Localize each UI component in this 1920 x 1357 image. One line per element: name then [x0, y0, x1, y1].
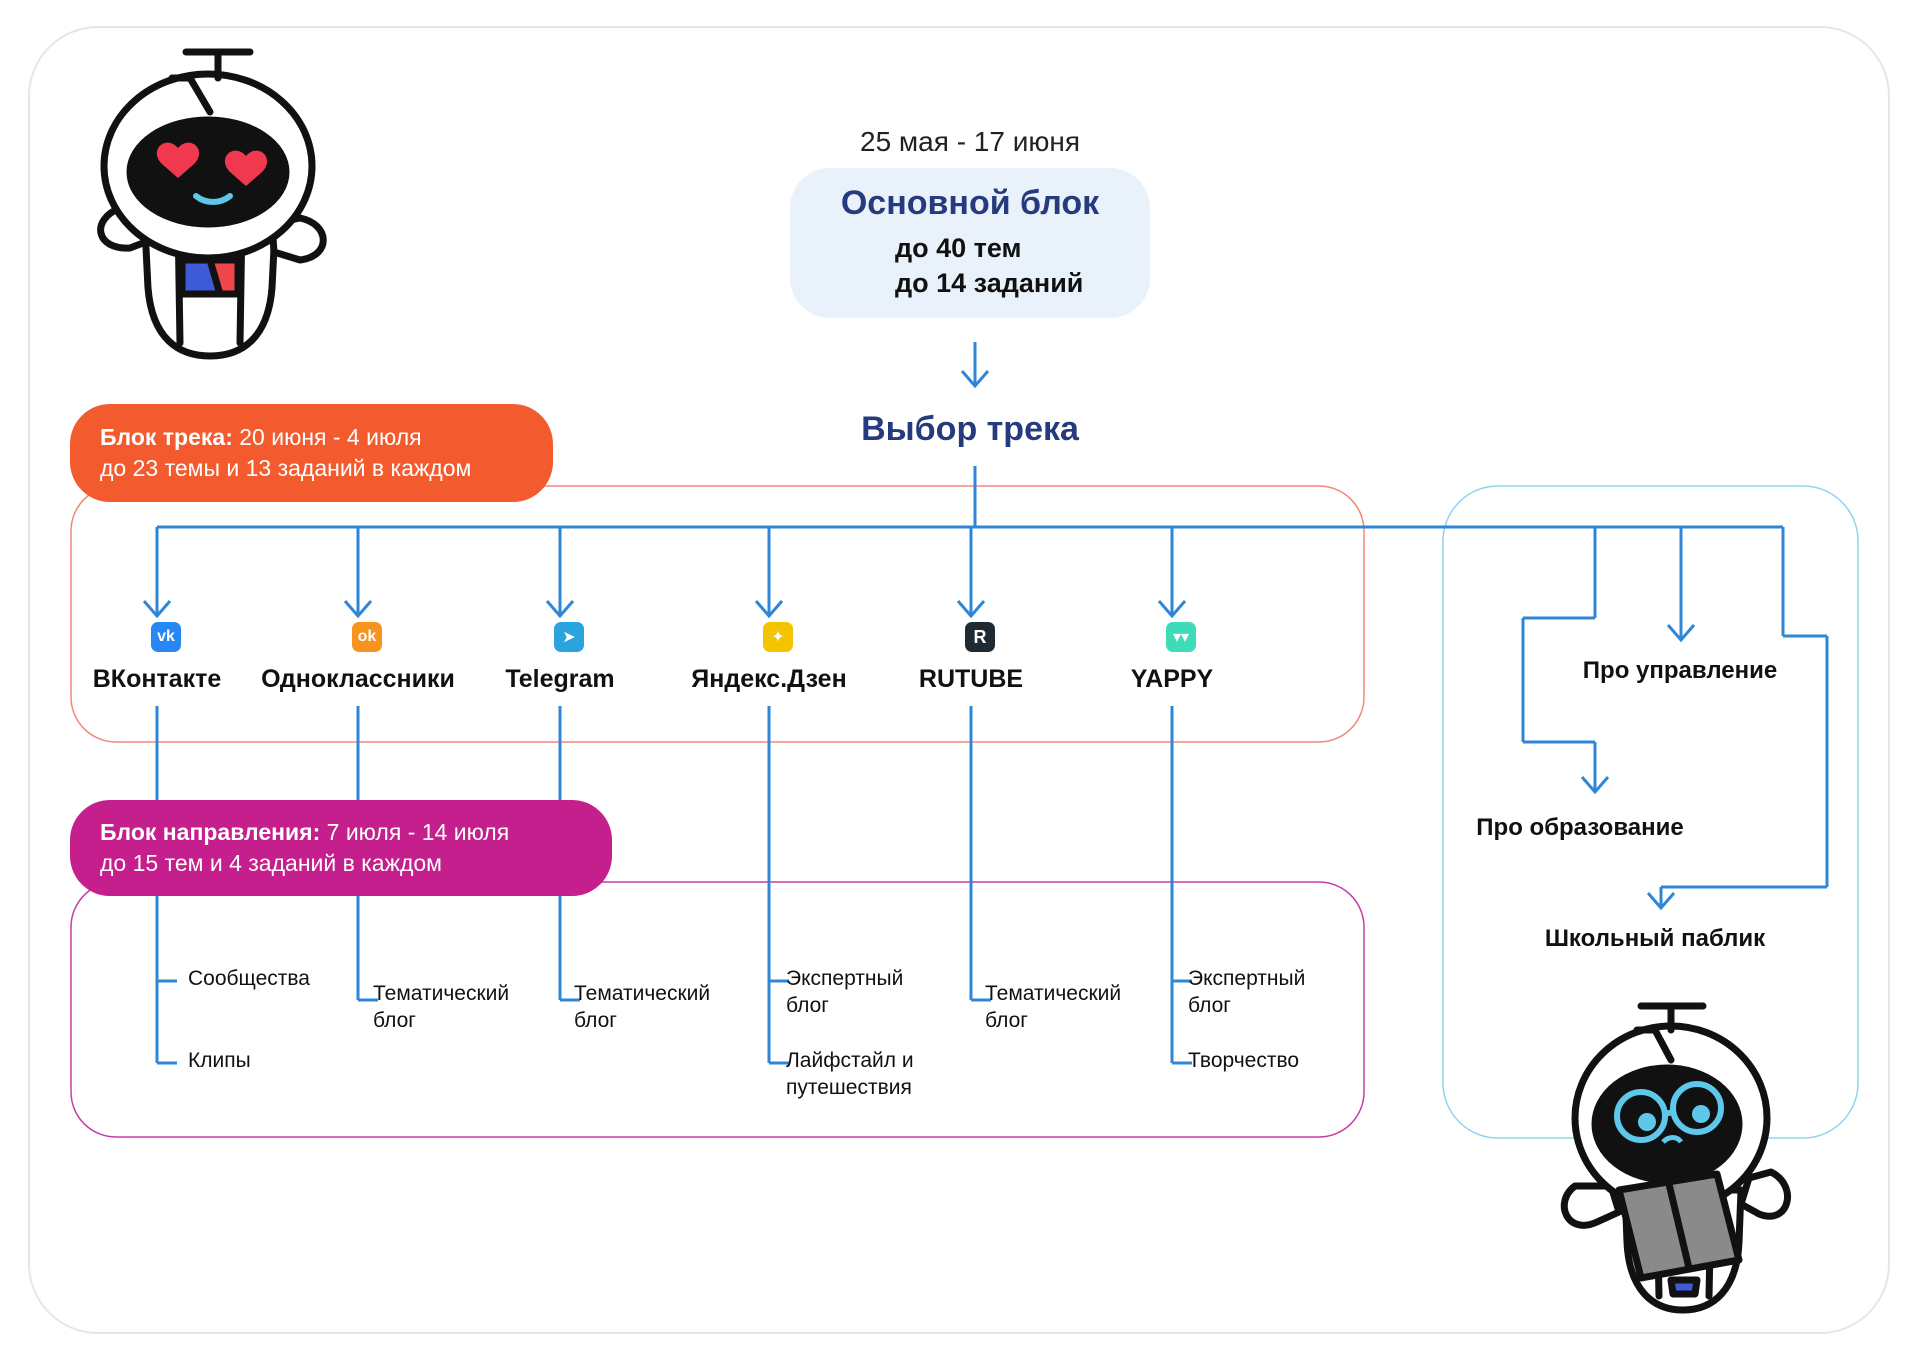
- arrow-head-icon: [1157, 600, 1187, 619]
- direction-block-dates: 7 июля - 14 июля: [320, 819, 510, 845]
- rutube-icon: R: [965, 622, 995, 652]
- main-block-title: Основной блок: [840, 184, 1100, 222]
- platform-label: Telegram: [505, 665, 615, 693]
- track-block-name: Блок трека:: [100, 424, 233, 450]
- track-block-outline: [70, 485, 1365, 743]
- platform-label: YAPPY: [1130, 665, 1214, 693]
- arrow-head-icon: [1580, 776, 1610, 795]
- arrow-head-icon: [1666, 624, 1696, 643]
- page-frame: [28, 26, 1890, 1334]
- direction-block-name: Блок направления:: [100, 819, 321, 845]
- platform-label: RUTUBE: [918, 665, 1024, 693]
- track-block-description: до 23 темы и 13 заданий в каждом: [100, 455, 472, 481]
- right-item-education: Про образование: [1476, 814, 1684, 841]
- sub-direction-label: Экспертный блог: [786, 967, 904, 1017]
- sub-direction-label: Клипы: [188, 1049, 251, 1072]
- robot-mascot-love-icon: [97, 48, 327, 360]
- direction-block-description: до 15 тем и 4 заданий в каждом: [100, 850, 442, 876]
- arrow-head-icon: [343, 600, 373, 619]
- robot-mascot-reader-icon: [1560, 1002, 1791, 1314]
- main-block-box: [790, 168, 1150, 318]
- track-choice-title: Выбор трека: [861, 410, 1079, 448]
- arrow-head-icon: [1646, 892, 1676, 911]
- main-block-item: до 40 тем: [895, 233, 1022, 263]
- track-block-dates: 20 июня - 4 июля: [232, 424, 422, 450]
- arrow-head-icon: [956, 600, 986, 619]
- right-item-school-public: Школьный паблик: [1544, 925, 1766, 952]
- date-range: 25 мая - 17 июня: [860, 126, 1080, 157]
- direction-block-outline: [70, 881, 1365, 1138]
- arrow-head-icon: [142, 600, 172, 619]
- sub-direction-label: Тематический блог: [373, 982, 510, 1032]
- sub-direction-label: Экспертный блог: [1188, 967, 1306, 1017]
- yappy-icon: ▾▾: [1166, 622, 1196, 652]
- sub-direction-label: Тематический блог: [574, 982, 711, 1032]
- platform-label: Одноклассники: [261, 665, 455, 693]
- telegram-icon: ➤: [554, 622, 584, 652]
- arrow-head-icon: [960, 370, 990, 389]
- sub-direction-label: Лайфстайл и путешествия: [786, 1049, 914, 1099]
- arrow-head-icon: [545, 600, 575, 619]
- direction-block-label: Блок направления: 7 июля - 14 июля до 15…: [70, 800, 612, 896]
- main-block-item: до 14 заданий: [895, 268, 1084, 298]
- arrow-head-icon: [754, 600, 784, 619]
- zen-icon: ✦: [763, 622, 793, 652]
- sub-direction-label: Творчество: [1188, 1049, 1300, 1072]
- sub-direction-label: Сообщества: [188, 967, 310, 990]
- vk-icon: vk: [151, 622, 181, 652]
- platform-label: Яндекс.Дзен: [691, 665, 847, 693]
- platform-label: ВКонтакте: [92, 665, 222, 693]
- right-item-management: Про управление: [1582, 657, 1778, 684]
- track-block-label: Блок трека: 20 июня - 4 июля до 23 темы …: [70, 404, 553, 502]
- sub-direction-label: Тематический блог: [985, 982, 1122, 1032]
- ok-icon: ok: [352, 622, 382, 652]
